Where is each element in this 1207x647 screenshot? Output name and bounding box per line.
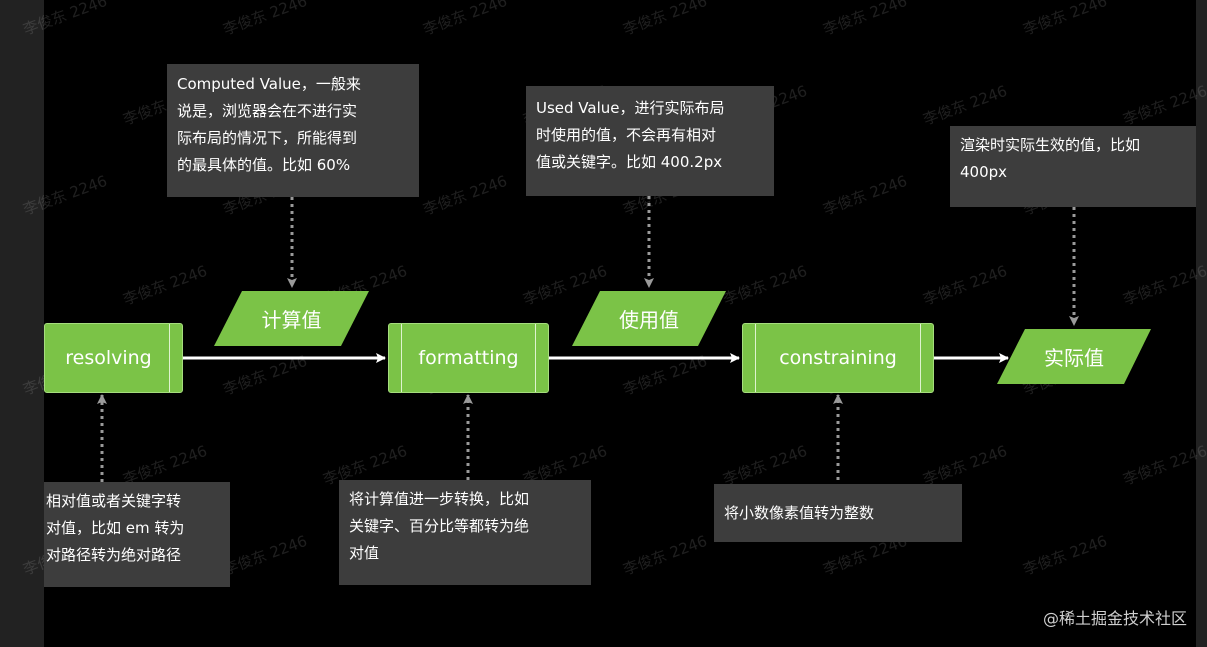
left-side-strip bbox=[0, 0, 44, 647]
constraining-note: 将小数像素值转为整数 bbox=[714, 484, 962, 542]
used-value-node bbox=[572, 291, 726, 346]
source-credit: @稀土掘金技术社区 bbox=[1042, 609, 1187, 628]
used-value-label: 使用值 bbox=[619, 308, 679, 332]
constraining-process: constraining bbox=[742, 323, 934, 393]
resolving-process: resolving bbox=[44, 323, 183, 393]
formatting-note: 将计算值进一步转换，比如 关键字、百分比等都转为绝 对值 bbox=[339, 480, 591, 585]
process-side-bar bbox=[755, 324, 756, 392]
resolving-note: 相对值或者关键字转 对值，比如 em 转为 对路径转为绝对路径 bbox=[44, 482, 230, 587]
process-side-bar bbox=[169, 324, 170, 392]
formatting-process: formatting bbox=[388, 323, 549, 393]
resolving-label: resolving bbox=[65, 347, 152, 369]
process-side-bar bbox=[535, 324, 536, 392]
process-side-bar bbox=[401, 324, 402, 392]
formatting-label: formatting bbox=[418, 347, 519, 369]
computed-value-note: Computed Value，一般来 说是，浏览器会在不进行实 际布局的情况下，… bbox=[167, 64, 419, 197]
computed-value-label: 计算值 bbox=[261, 308, 322, 332]
actual-value-label: 实际值 bbox=[1044, 346, 1104, 370]
actual-value-node bbox=[997, 329, 1151, 384]
actual-value-note: 渲染时实际生效的值，比如 400px bbox=[950, 126, 1196, 207]
constraining-label: constraining bbox=[779, 347, 897, 369]
right-side-strip bbox=[1196, 0, 1207, 647]
used-value-note: Used Value，进行实际布局 时使用的值，不会再有相对 值或关键字。比如 … bbox=[526, 86, 774, 196]
process-side-bar bbox=[920, 324, 921, 392]
computed-value-node bbox=[214, 291, 369, 346]
